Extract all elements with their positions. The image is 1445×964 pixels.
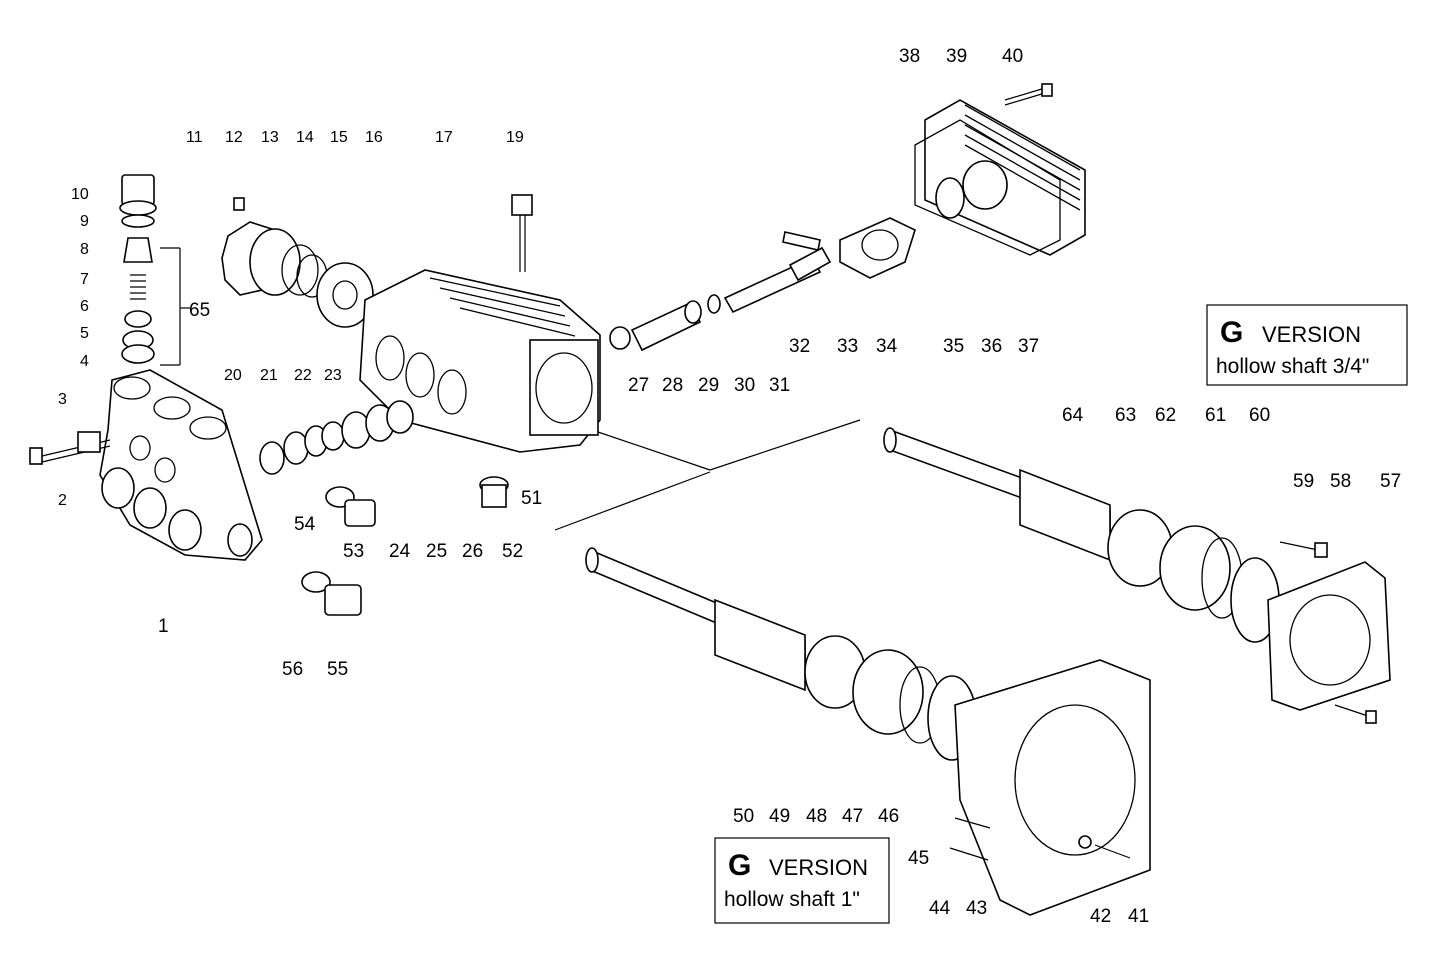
part-label-46: 46	[878, 806, 899, 827]
part-front-cover-seals	[221, 197, 374, 328]
version-subtitle: hollow shaft 1"	[724, 888, 860, 911]
part-label-4: 4	[80, 353, 89, 370]
part-label-29: 29	[698, 375, 719, 396]
part-label-57: 57	[1380, 471, 1401, 492]
part-label-35: 35	[943, 336, 964, 357]
part-label-25: 25	[426, 541, 447, 562]
part-label-11: 11	[186, 129, 203, 146]
part-label-38: 38	[899, 46, 920, 67]
part-label-20: 20	[224, 367, 242, 384]
part-label-52: 52	[502, 541, 523, 562]
part-label-19: 19	[506, 129, 524, 146]
part-pin-and-conrod	[782, 217, 916, 279]
part-label-58: 58	[1330, 471, 1351, 492]
part-label-62: 62	[1155, 405, 1176, 426]
part-label-1: 1	[158, 616, 169, 637]
part-shaft-1	[585, 547, 977, 761]
part-label-14: 14	[296, 129, 314, 146]
part-label-15: 15	[330, 129, 348, 146]
part-label-24: 24	[389, 541, 411, 562]
part-label-5: 5	[80, 325, 89, 342]
part-dipstick	[511, 194, 533, 272]
version-word: VERSION	[1262, 322, 1361, 347]
part-label-3: 3	[58, 391, 67, 408]
version-letter: G	[1220, 316, 1243, 349]
version-box-1: G VERSION hollow shaft 1"	[714, 837, 890, 924]
part-label-64: 64	[1062, 405, 1084, 426]
part-label-9: 9	[80, 213, 89, 230]
part-flange-3-4	[1267, 541, 1391, 724]
part-label-39: 39	[946, 46, 967, 67]
version-word: VERSION	[769, 855, 868, 880]
part-label-43: 43	[966, 898, 987, 919]
part-label-44: 44	[929, 898, 951, 919]
part-label-12: 12	[225, 129, 243, 146]
part-label-42: 42	[1090, 906, 1111, 927]
part-label-49: 49	[769, 806, 790, 827]
part-label-8: 8	[80, 241, 89, 258]
part-label-6: 6	[80, 298, 89, 315]
part-label-37: 37	[1018, 336, 1039, 357]
part-rear-cover	[914, 83, 1086, 256]
part-label-16: 16	[365, 129, 383, 146]
part-label-50: 50	[733, 806, 754, 827]
part-plunger-assembly	[609, 246, 832, 352]
part-label-22: 22	[294, 367, 312, 384]
part-label-36: 36	[981, 336, 1002, 357]
part-label-10: 10	[71, 186, 89, 203]
part-label-17: 17	[435, 129, 453, 146]
part-label-41: 41	[1128, 906, 1149, 927]
part-label-45: 45	[908, 848, 929, 869]
part-label-32: 32	[789, 336, 810, 357]
part-label-30: 30	[734, 375, 755, 396]
part-label-40: 40	[1002, 46, 1023, 67]
version-subtitle: hollow shaft 3/4"	[1216, 355, 1369, 378]
part-bolt-2-3	[29, 431, 111, 465]
part-plugs	[301, 476, 509, 616]
part-label-51: 51	[521, 488, 542, 509]
version-box-3-4: G VERSION hollow shaft 3/4"	[1206, 304, 1408, 386]
version-letter: G	[728, 849, 751, 882]
part-label-53: 53	[343, 541, 364, 562]
part-number-labels: 1 2 3 4 5 6 7 8 9 10 11 12 13 14 15 16 1…	[58, 46, 1401, 927]
part-label-47: 47	[842, 806, 863, 827]
part-label-31: 31	[769, 375, 790, 396]
part-label-27: 27	[628, 375, 649, 396]
part-label-59: 59	[1293, 471, 1314, 492]
part-label-56: 56	[282, 659, 303, 680]
part-label-48: 48	[806, 806, 827, 827]
part-label-54: 54	[294, 514, 316, 535]
part-flange-housing-1	[949, 659, 1151, 916]
part-label-63: 63	[1115, 405, 1136, 426]
part-label-60: 60	[1249, 405, 1270, 426]
part-valve-stack	[119, 174, 157, 364]
part-label-26: 26	[462, 541, 483, 562]
part-crankcase	[359, 269, 601, 453]
part-shaft-3-4	[883, 427, 1280, 643]
part-label-13: 13	[261, 129, 279, 146]
part-label-65: 65	[189, 300, 210, 321]
leader-lines	[160, 247, 861, 531]
part-label-21: 21	[260, 367, 278, 384]
part-label-55: 55	[327, 659, 348, 680]
part-manifold	[99, 369, 263, 561]
part-label-28: 28	[662, 375, 683, 396]
part-label-2: 2	[58, 492, 67, 509]
part-label-61: 61	[1205, 405, 1226, 426]
part-label-23: 23	[324, 367, 342, 384]
part-label-34: 34	[876, 336, 898, 357]
part-label-7: 7	[80, 271, 89, 288]
part-label-33: 33	[837, 336, 858, 357]
part-piston-seals	[259, 400, 414, 475]
